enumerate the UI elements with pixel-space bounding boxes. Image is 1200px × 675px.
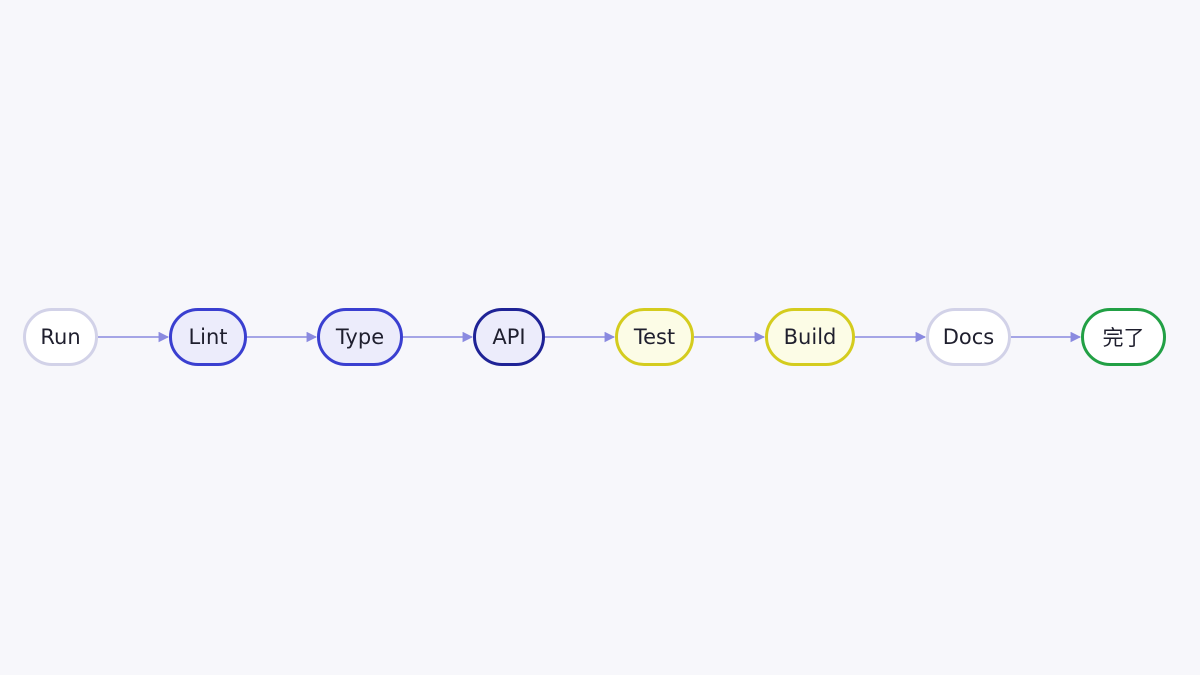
node-docs: Docs bbox=[926, 308, 1011, 366]
node-lint: Lint bbox=[169, 308, 247, 366]
node-build: Build bbox=[765, 308, 855, 366]
node-type: Type bbox=[317, 308, 403, 366]
node-done: 完了 bbox=[1081, 308, 1166, 366]
node-test: Test bbox=[615, 308, 694, 366]
node-run: Run bbox=[23, 308, 98, 366]
node-api: API bbox=[473, 308, 545, 366]
